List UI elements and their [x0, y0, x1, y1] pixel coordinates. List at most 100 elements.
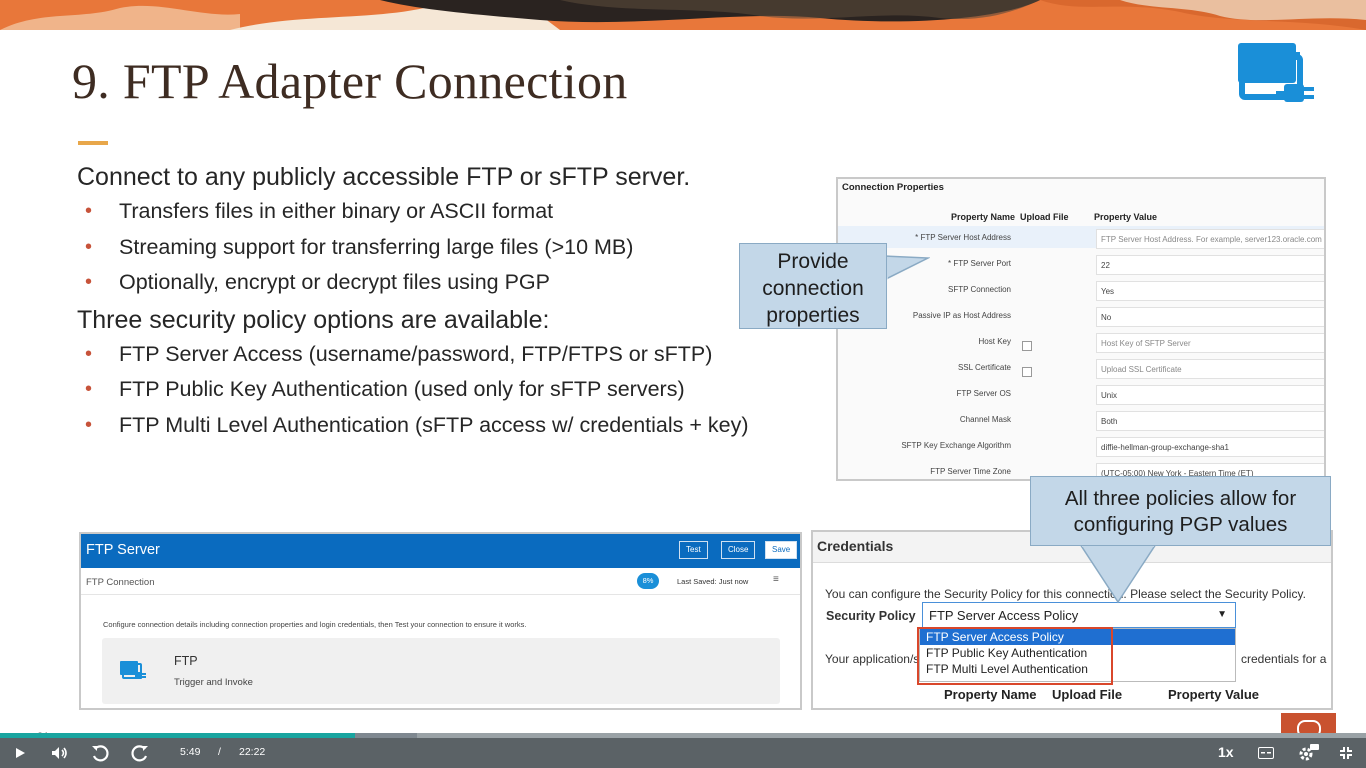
volume-icon[interactable] [48, 738, 72, 768]
video-progress-bar[interactable] [0, 733, 1366, 738]
bullet-text: FTP Server Access (username/password, FT… [119, 341, 713, 366]
ftp-server-titlebar: FTP Server Test Close Save [81, 534, 800, 568]
property-name: FTP Server Time Zone [930, 467, 1011, 476]
ftp-card-subtitle: Trigger and Invoke [174, 677, 253, 688]
bullet-text: Streaming support for transferring large… [119, 234, 634, 259]
bullet-dot: • [85, 271, 93, 293]
column-property-name: Property Name [951, 212, 1016, 222]
bullet-item: • FTP Server Access (username/password, F… [77, 337, 817, 373]
current-time: 5:49 [180, 746, 201, 758]
rewind-icon[interactable] [88, 738, 112, 768]
video-played-bar [0, 733, 356, 738]
upload-file-checkbox[interactable] [1022, 341, 1032, 351]
property-value-input[interactable]: FTP Server Host Address. For example, se… [1096, 229, 1324, 249]
bullet-text: Optionally, encrypt or decrypt files usi… [119, 270, 550, 294]
property-name: Channel Mask [959, 415, 1011, 424]
ftp-connection-label: FTP Connection [86, 577, 155, 588]
last-saved-status: Last Saved: Just now [677, 577, 749, 586]
ftp-adapter-icon [119, 658, 147, 687]
upload-file-checkbox[interactable] [1022, 367, 1032, 377]
slide-body: Connect to any publicly accessible FTP o… [77, 160, 817, 445]
bullet-dot: • [85, 378, 93, 400]
menu-icon[interactable]: ≡ [773, 574, 779, 585]
property-value-select[interactable]: Both [1096, 411, 1324, 431]
policy-option-multi-level[interactable]: FTP Multi Level Authentication [926, 662, 1088, 676]
column-property-value: Property Value [1168, 687, 1260, 702]
bullet-list-features: • Transfers files in either binary or ASC… [77, 194, 817, 301]
ftp-server-panel: FTP Server Test Close Save FTP Connectio… [79, 532, 802, 710]
bullet-item: • Streaming support for transferring larg… [77, 230, 817, 266]
property-value-input[interactable]: 22 [1096, 255, 1324, 275]
security-policy-dropdown: FTP Server Access Policy FTP Public Key … [919, 628, 1236, 682]
ftp-adapter-card: FTP Trigger and Invoke [102, 638, 780, 704]
property-row: FTP Server OS Unix [838, 385, 1324, 411]
chevron-down-icon: ▼ [1217, 609, 1227, 620]
policy-option-public-key[interactable]: FTP Public Key Authentication [926, 646, 1088, 660]
policy-option-server-access[interactable]: FTP Server Access Policy [920, 629, 1235, 645]
title-accent-line [78, 141, 108, 145]
property-value-select[interactable]: (UTC-05:00) New York - Eastern Time (ET) [1096, 463, 1324, 479]
callout-pointer [884, 255, 930, 281]
property-name: SFTP Connection [948, 285, 1011, 294]
property-value-select[interactable]: diffie-hellman-group-exchange-sha1 [1096, 437, 1324, 457]
playback-speed[interactable]: 1x [1218, 744, 1234, 760]
property-value-select[interactable]: Unix [1096, 385, 1324, 405]
bullet-item: • Transfers files in either binary or ASC… [77, 194, 817, 230]
property-name: SSL Certificate [957, 363, 1011, 372]
security-policy-select[interactable]: FTP Server Access Policy ▼ [922, 602, 1236, 628]
callout-pointer [1080, 544, 1157, 604]
progress-badge: 8% [637, 573, 659, 589]
property-row: Channel Mask Both [838, 411, 1324, 437]
ftp-card-title: FTP [174, 654, 198, 668]
lead-connect: Connect to any publicly accessible FTP o… [77, 163, 691, 191]
credentials-info-text: You can configure the Security Policy fo… [825, 587, 1306, 601]
bullet-dot: • [85, 342, 93, 365]
property-row: SFTP Key Exchange Algorithm diffie-hellm… [838, 437, 1324, 463]
property-row: * FTP Server Host Address FTP Server Hos… [838, 229, 1324, 255]
connection-properties-header: Connection Properties [842, 182, 944, 193]
close-button[interactable]: Close [721, 541, 756, 559]
forward-icon[interactable] [128, 738, 152, 768]
callout-provide-properties: Provide connection properties [739, 243, 887, 329]
property-value-input[interactable]: Upload SSL Certificate [1096, 359, 1324, 379]
property-name: FTP Server OS [956, 389, 1011, 398]
ftp-description: Configure connection details including c… [103, 620, 527, 629]
bullet-dot: • [85, 200, 93, 222]
bullet-item: •FTP Public Key Authentication (used onl… [77, 372, 817, 408]
property-value-input[interactable]: Host Key of SFTP Server [1096, 333, 1324, 353]
bullet-dot: • [85, 235, 93, 258]
security-policy-label: Security Policy [826, 609, 916, 623]
property-name: Passive IP as Host Address [912, 311, 1011, 320]
bullet-text: FTP Multi Level Authentication (sFTP acc… [119, 412, 749, 437]
options-highlight-box [917, 627, 1113, 685]
captions-icon[interactable] [1256, 738, 1276, 768]
connection-logo-icon [1234, 40, 1320, 110]
property-name: SFTP Key Exchange Algorithm [901, 441, 1011, 450]
time-separator: / [218, 746, 221, 758]
lead-policies: Three security policy options are availa… [77, 305, 550, 334]
bullet-item: •FTP Multi Level Authentication (sFTP ac… [77, 408, 817, 444]
save-button[interactable]: Save [765, 541, 798, 559]
column-property-value: Property Value [1094, 212, 1158, 222]
bullet-text: Transfers files in either binary or ASCI… [119, 199, 554, 223]
connection-properties-panel: Connection Properties Property Name Uplo… [836, 177, 1326, 481]
video-controls: 5:49 / 22:22 1x [0, 738, 1366, 768]
property-value-select[interactable]: Yes [1096, 281, 1324, 301]
property-row: * FTP Server Port 22 [838, 255, 1324, 281]
callout-pgp-values: All three policies allow for configuring… [1030, 476, 1331, 546]
column-upload-file: Upload File [1020, 212, 1069, 222]
play-icon[interactable] [10, 738, 30, 768]
settings-hd-icon[interactable] [1295, 738, 1321, 768]
exit-fullscreen-icon[interactable] [1336, 738, 1356, 768]
duration: 22:22 [239, 746, 266, 758]
bullet-list-policies: • FTP Server Access (username/password, F… [77, 337, 817, 444]
property-value-select[interactable]: No [1096, 307, 1324, 327]
property-name: * FTP Server Host Address [915, 233, 1011, 242]
column-upload-file: Upload File [1052, 687, 1123, 702]
credentials-title: Credentials [817, 538, 894, 554]
property-row: FTP Server Time Zone (UTC-05:00) New Yor… [838, 463, 1324, 479]
property-name: * FTP Server Port [948, 259, 1011, 268]
property-row: Passive IP as Host Address No [838, 307, 1324, 333]
ftp-server-title: FTP Server [86, 542, 160, 558]
test-button[interactable]: Test [679, 541, 708, 559]
